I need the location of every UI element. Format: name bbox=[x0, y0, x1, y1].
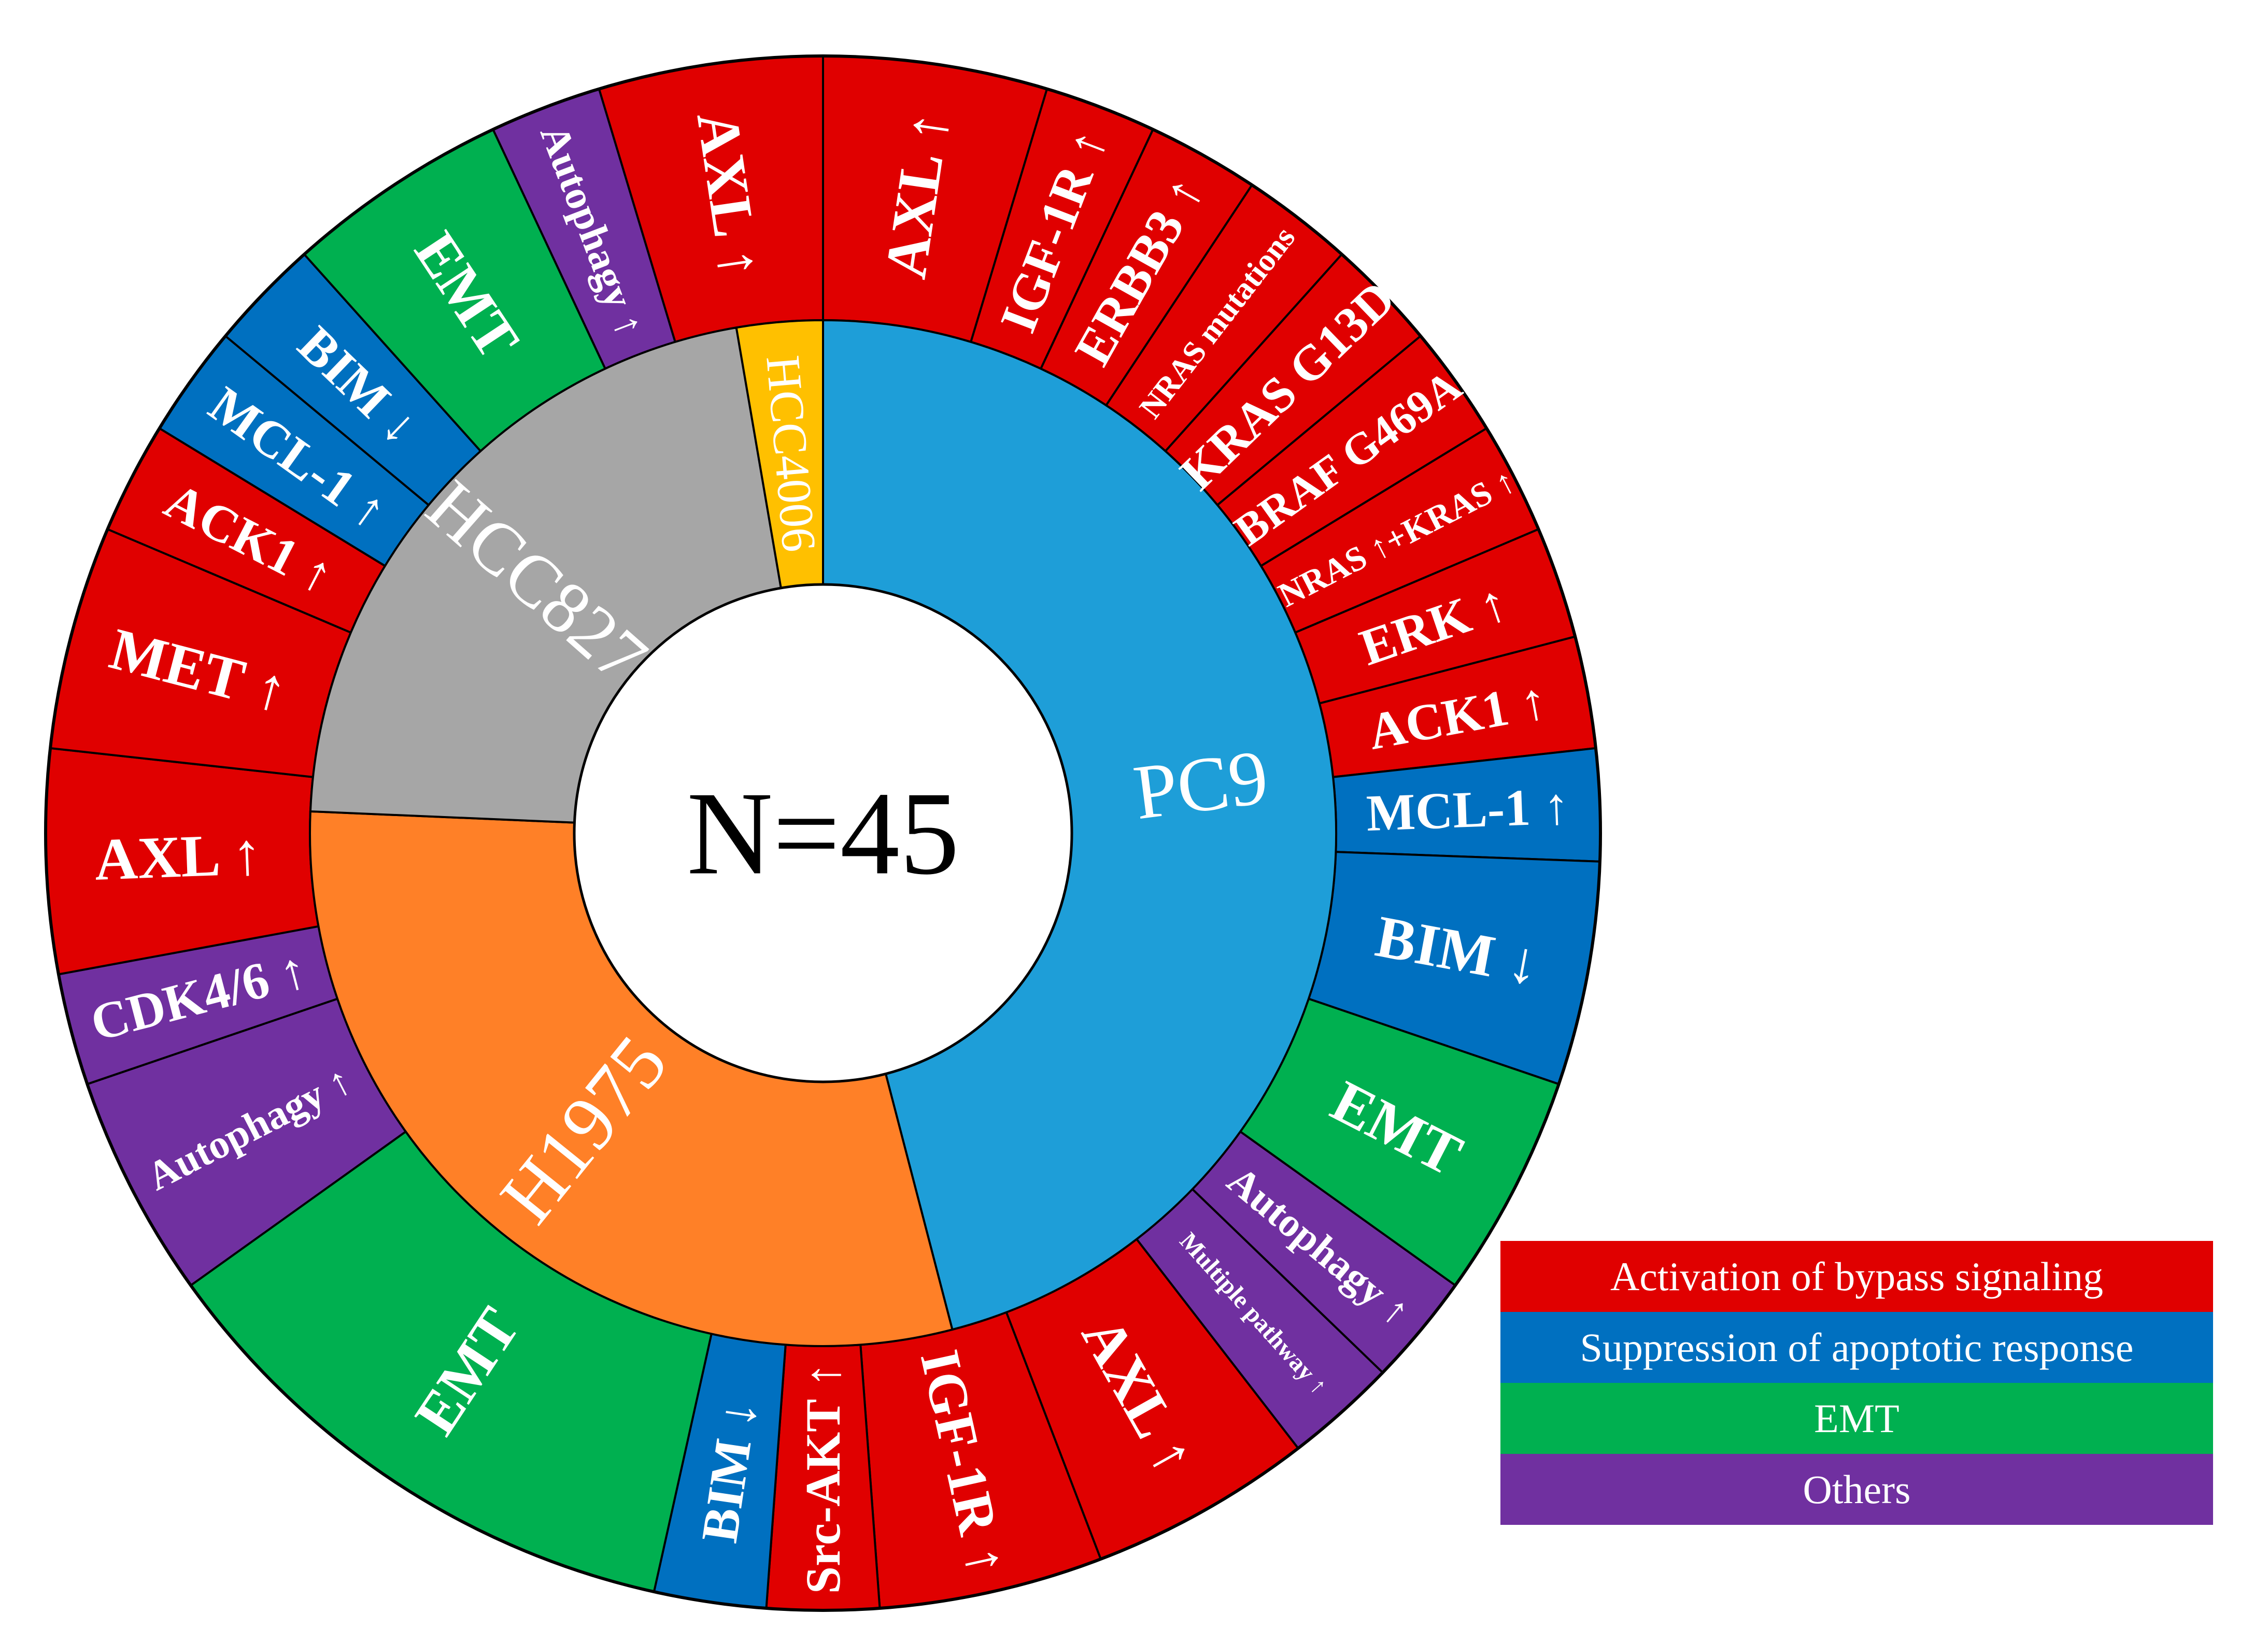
outer-ring bbox=[45, 54, 1601, 1611]
legend-label-emt: EMT bbox=[1814, 1396, 1900, 1441]
inner-label-pc9: PC9 bbox=[1129, 734, 1272, 836]
legend-swatch-others bbox=[1500, 1454, 2213, 1525]
legend-swatch-bypass bbox=[1500, 1241, 2213, 1312]
outer-label-axl-21: AXL ↑ bbox=[93, 821, 263, 893]
legend-label-apoptosis: Suppression of apoptotic response bbox=[1580, 1325, 2133, 1370]
outer-border bbox=[44, 54, 1602, 1612]
inner-ring bbox=[309, 319, 1338, 1347]
legend-swatch-emt bbox=[1500, 1383, 2213, 1454]
center-circle bbox=[573, 583, 1073, 1083]
legend-label-others: Others bbox=[1803, 1467, 1911, 1512]
center-label: N=45 bbox=[687, 767, 959, 899]
legend-swatch-apoptosis bbox=[1500, 1312, 2213, 1383]
legend: Activation of bypass signalingSuppressio… bbox=[1500, 1241, 2213, 1525]
outer-label-src-akt-16: Src-AKT ↑ bbox=[796, 1363, 850, 1594]
legend-label-bypass: Activation of bypass signaling bbox=[1610, 1254, 2103, 1299]
outer-label-mcl-1-9: MCL-1 ↑ bbox=[1365, 777, 1570, 842]
